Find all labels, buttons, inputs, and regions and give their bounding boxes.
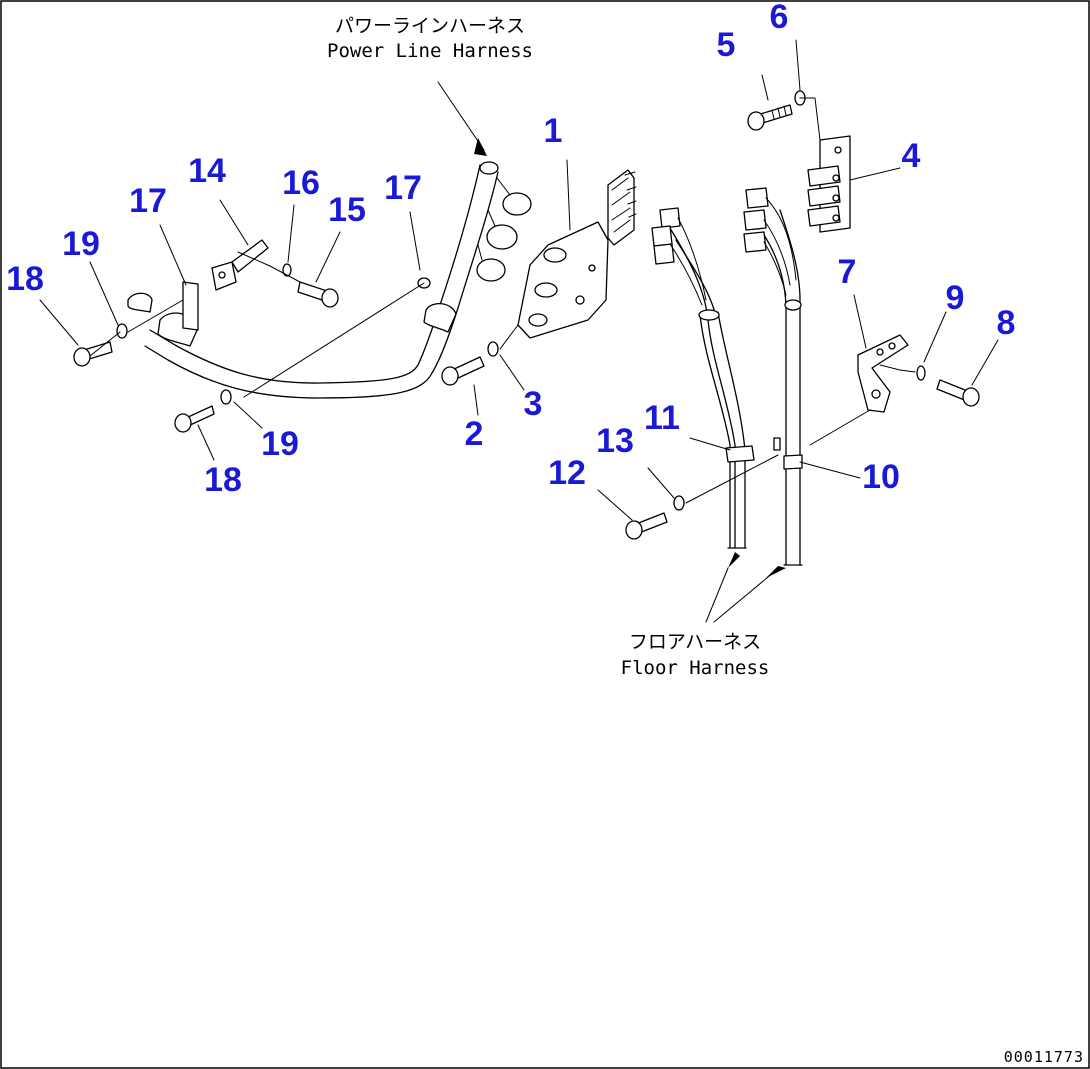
callout-14: 14 (188, 152, 226, 190)
callout-15: 15 (328, 191, 366, 229)
callout-1: 1 (544, 112, 563, 150)
power-line-harness-jp-label: パワーラインハーネス (335, 15, 525, 37)
fasteners (73, 90, 980, 540)
callout-18-lower: 18 (204, 461, 242, 499)
callout-13: 13 (596, 422, 634, 460)
callout-2: 2 (465, 415, 484, 453)
callout-5: 5 (717, 26, 736, 64)
callout-3: 3 (524, 385, 543, 423)
arrowheads (474, 138, 786, 578)
callout-12: 12 (548, 454, 586, 492)
callout-16: 16 (282, 164, 320, 202)
floor-harness (651, 187, 803, 566)
callout-4: 4 (902, 137, 921, 175)
drawing-number: 00011773 (1004, 1048, 1084, 1066)
callout-17-right: 17 (384, 169, 422, 207)
callout-10: 10 (862, 458, 900, 496)
harness-bracket (807, 135, 851, 233)
callout-17-left: 17 (129, 182, 167, 220)
floor-harness-en-label: Floor Harness (621, 657, 770, 679)
callout-19-lower: 19 (261, 425, 299, 463)
power-line-harness-en-label: Power Line Harness (327, 40, 533, 62)
leader-lines (39, 39, 999, 623)
power-line-harness (127, 161, 532, 399)
callout-9: 9 (946, 279, 965, 317)
bracket-7 (857, 334, 909, 413)
callout-6: 6 (770, 0, 789, 36)
callout-18-upper: 18 (6, 260, 44, 298)
callout-19-upper: 19 (62, 225, 100, 263)
callout-11: 11 (644, 399, 680, 437)
floor-harness-jp-label: フロアハーネス (629, 631, 761, 653)
callout-8: 8 (997, 304, 1016, 342)
connector-plate (517, 169, 637, 339)
callout-7: 7 (838, 253, 857, 291)
